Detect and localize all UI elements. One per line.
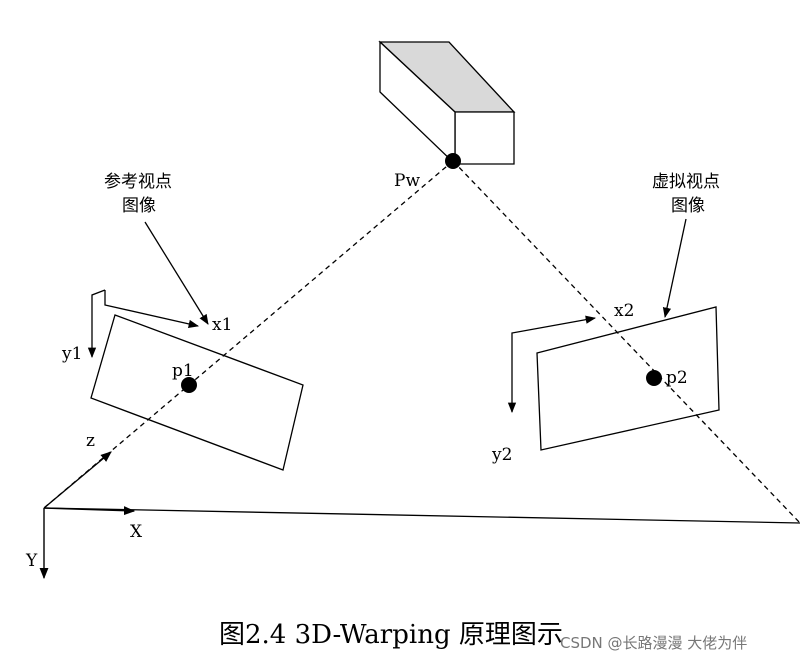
point-pw bbox=[445, 153, 461, 169]
x2-axis-arrow bbox=[511, 315, 597, 338]
csdn-watermark: CSDN @长路漫漫 大佬为伴 bbox=[560, 634, 747, 652]
reference-pointer-arrow bbox=[144, 221, 209, 325]
box-front-face bbox=[454, 111, 515, 165]
z-label: z bbox=[86, 431, 95, 451]
x1-label: x1 bbox=[212, 315, 232, 335]
x-axis-label: X bbox=[130, 522, 143, 542]
virtual-image-label-line1: 虚拟视点 bbox=[652, 172, 720, 192]
figure-caption: 图2.4 3D-Warping 原理图示 bbox=[219, 620, 563, 650]
reference-image-label-line1: 参考视点 bbox=[104, 172, 172, 192]
reference-image-label-line2: 图像 bbox=[122, 196, 156, 216]
reference-image-plane bbox=[90, 314, 304, 471]
virtual-image-plane bbox=[536, 306, 720, 451]
x2-label: x2 bbox=[614, 301, 634, 321]
projection-rays bbox=[43, 160, 801, 524]
world-axes bbox=[39, 451, 136, 580]
reference-image-axes bbox=[87, 221, 209, 359]
world-object-box bbox=[378, 40, 516, 166]
y-axis-label: Y bbox=[25, 551, 38, 571]
y1-label: y1 bbox=[61, 344, 82, 364]
point-p2 bbox=[646, 370, 662, 386]
y1-axis-arrow bbox=[87, 289, 106, 359]
p2-label: p2 bbox=[666, 368, 688, 388]
x1-axis-arrow bbox=[104, 290, 200, 328]
virtual-pointer-arrow bbox=[662, 218, 687, 319]
z-axis-arrow bbox=[43, 451, 112, 509]
ray-to-virtual bbox=[452, 160, 801, 524]
x-axis-arrow bbox=[43, 506, 136, 516]
virtual-image-label-line2: 图像 bbox=[671, 196, 705, 216]
virtual-image-axes bbox=[507, 218, 687, 414]
p1-label: p1 bbox=[172, 361, 194, 381]
baseline bbox=[43, 507, 801, 524]
y2-label: y2 bbox=[491, 445, 512, 465]
point-p1 bbox=[181, 377, 197, 393]
pw-label: Pw bbox=[394, 171, 420, 191]
